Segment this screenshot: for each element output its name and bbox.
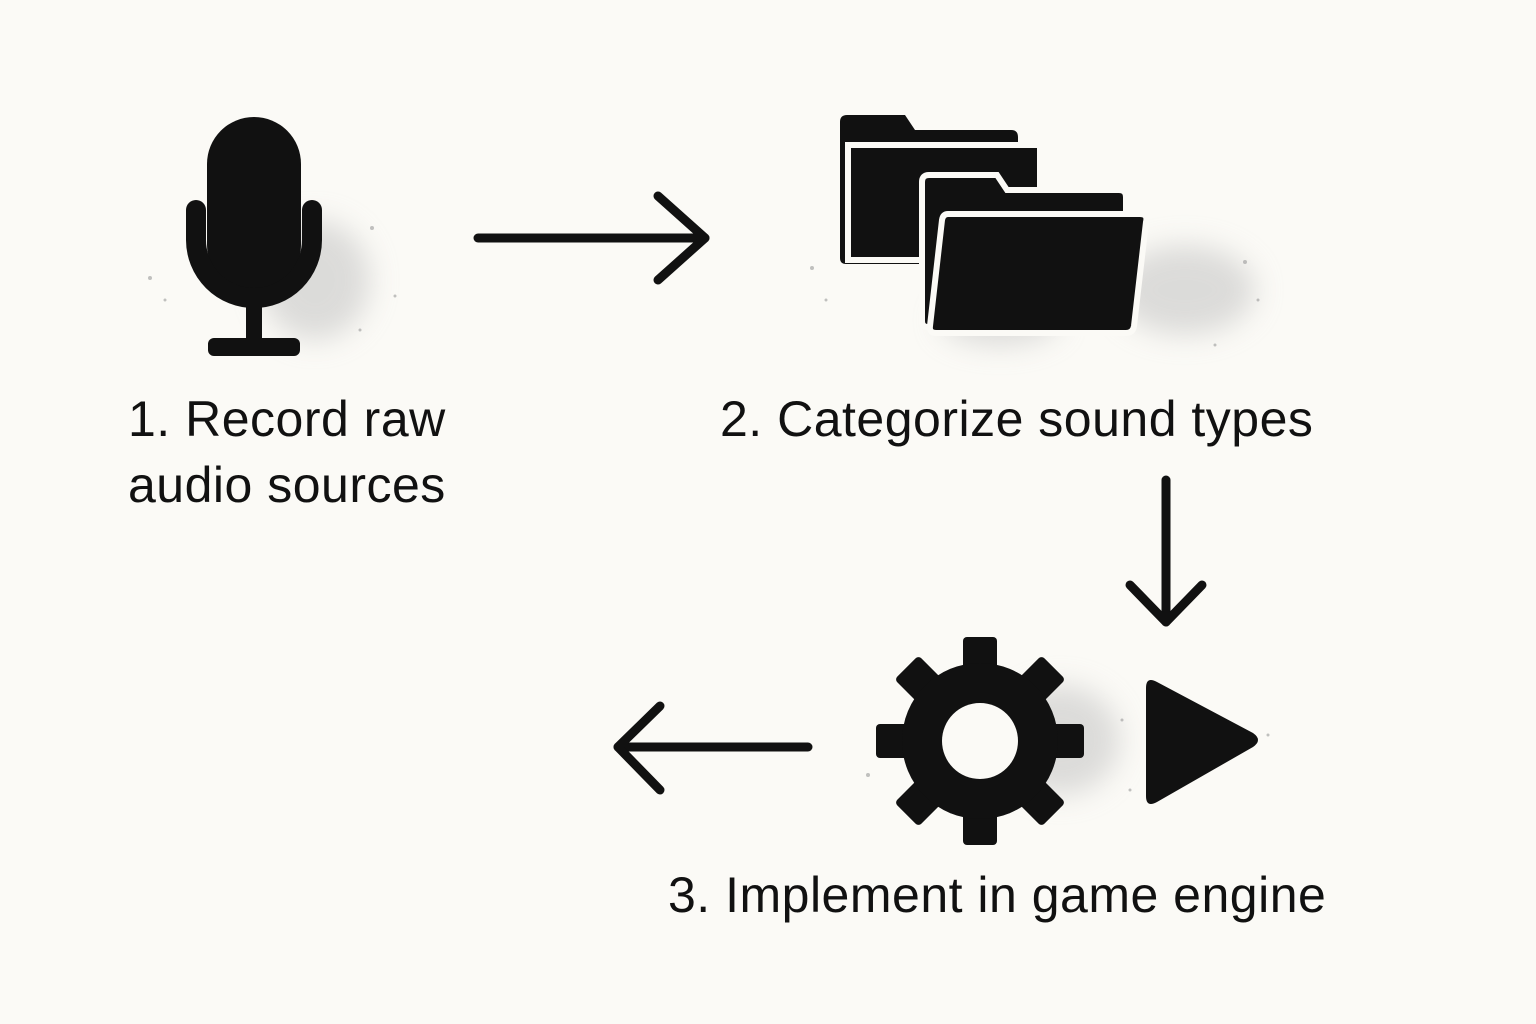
folders-icon [840, 115, 1150, 336]
arrow-left [613, 701, 813, 795]
microphone-icon [186, 117, 322, 356]
arrow-right [473, 191, 710, 285]
step-2-label: 2. Categorize sound types [720, 386, 1313, 452]
step-3-label-line-1: 3. Implement in game engine [668, 867, 1327, 923]
gear-icon [876, 637, 1084, 845]
play-icon [1146, 680, 1258, 804]
step-2-label-line-1: 2. Categorize sound types [720, 391, 1314, 447]
step-1-label-line-1: 1. Record raw [128, 391, 446, 447]
splash-dots [148, 226, 1270, 792]
step-3-label: 3. Implement in game engine [668, 862, 1326, 928]
step-1-label-line-2: audio sources [128, 457, 446, 513]
arrow-down [1125, 475, 1207, 627]
step-1-label: 1. Record raw audio sources [128, 386, 446, 518]
